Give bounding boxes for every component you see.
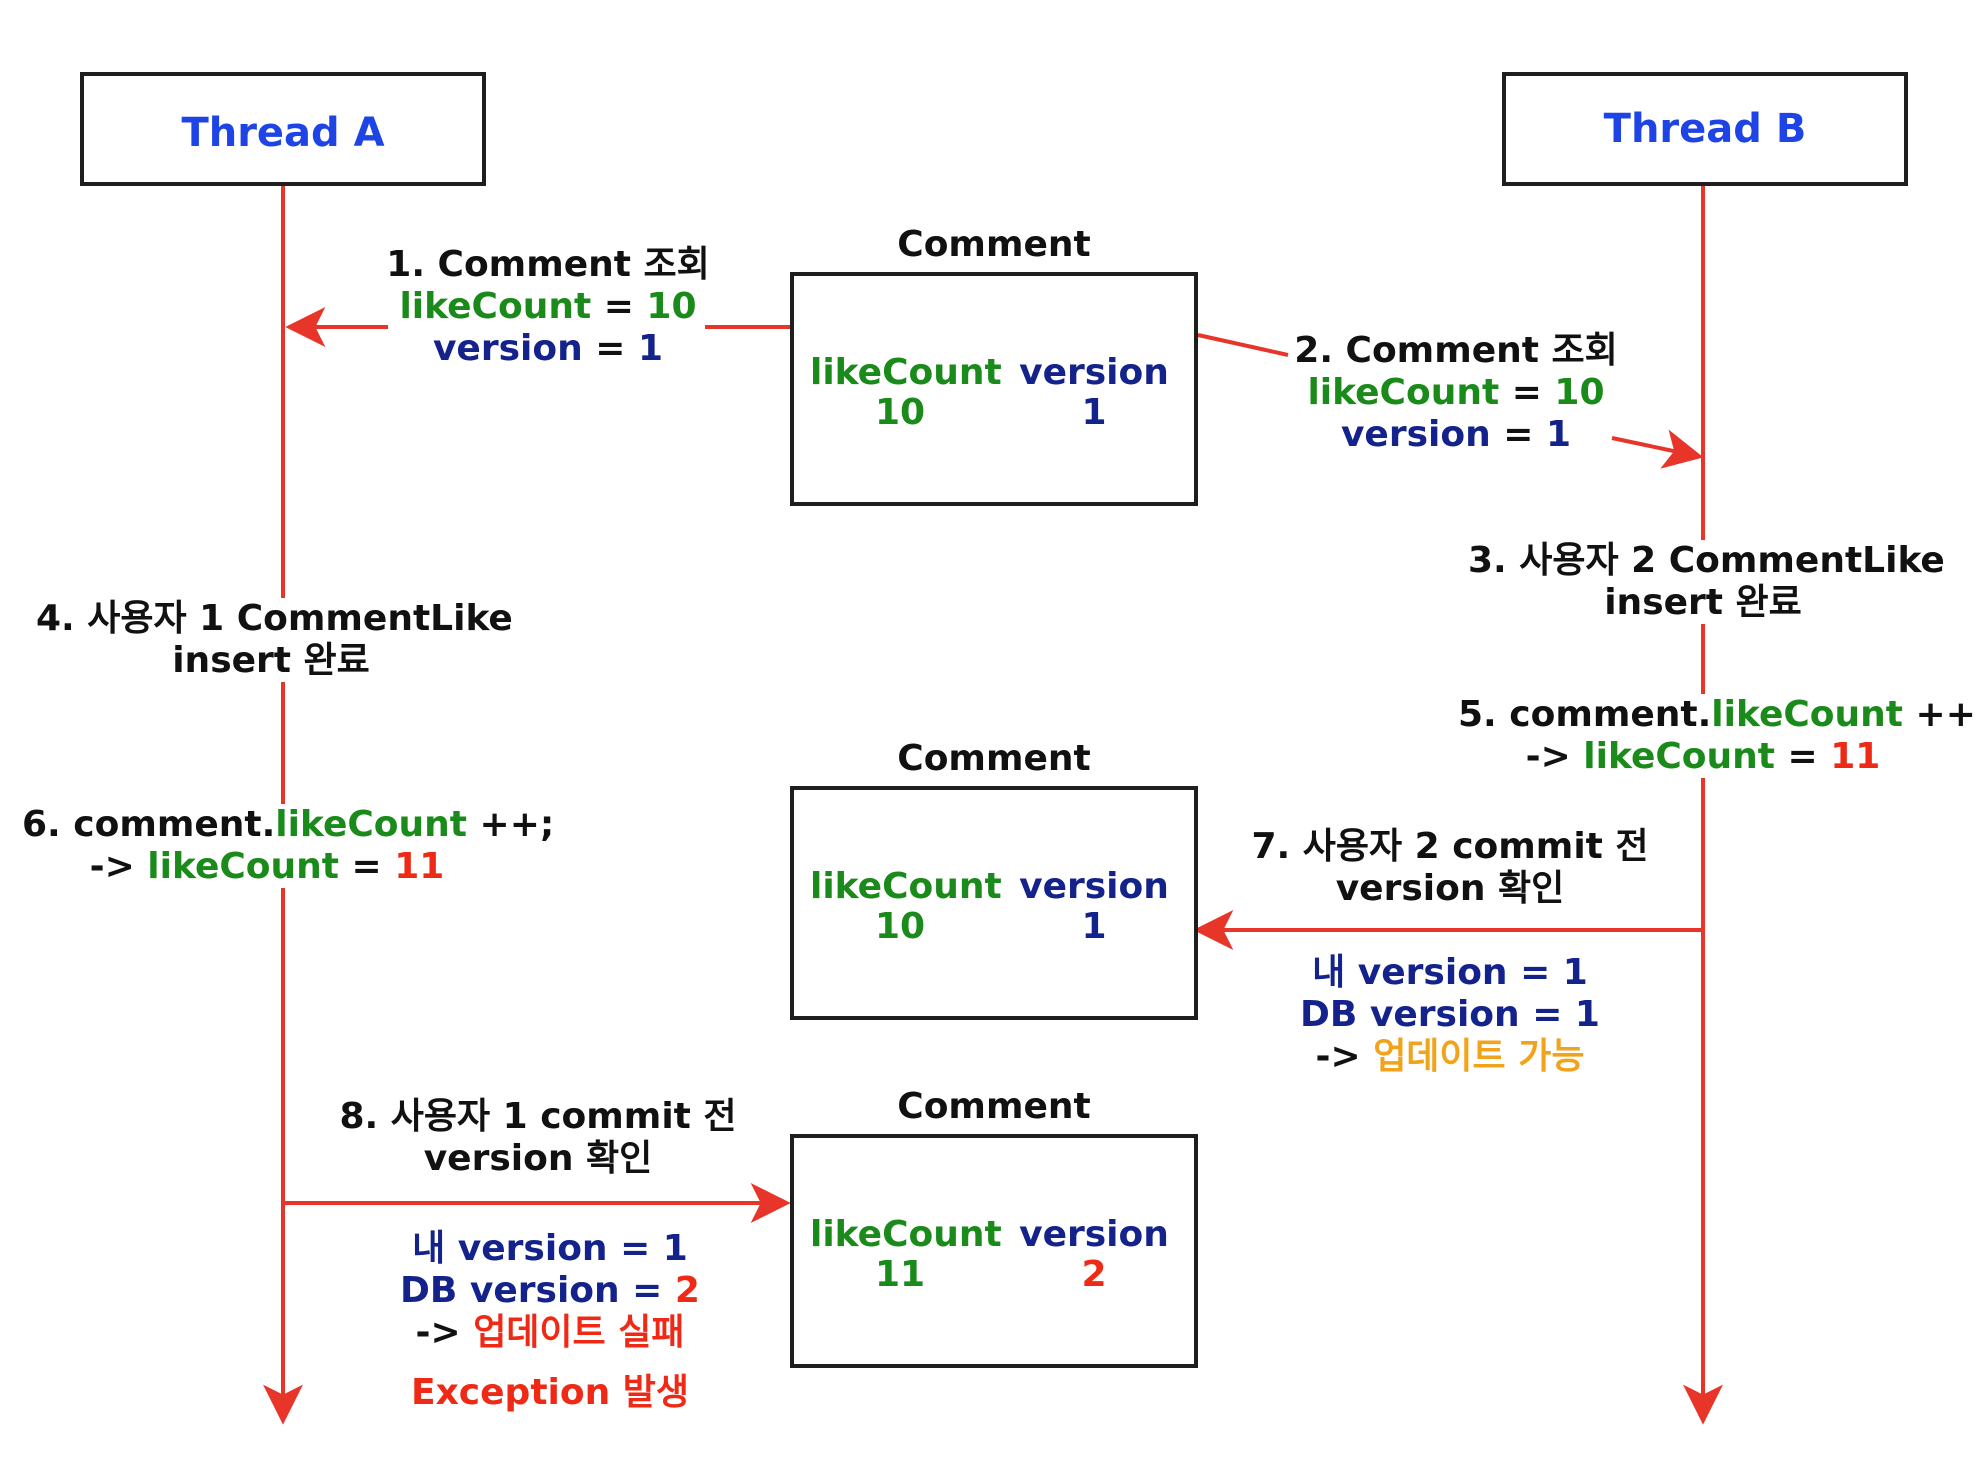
thread-a-box: Thread A bbox=[80, 72, 486, 186]
comment-box-2-like-label: likeCount bbox=[810, 866, 1002, 907]
step7-my-version: 내 version = 1 bbox=[1312, 952, 1588, 993]
comment-box-1-like-value: 10 bbox=[874, 392, 926, 433]
step2-arrow-tail bbox=[1197, 333, 1289, 357]
step1-version-line: version = 1 bbox=[432, 328, 664, 369]
comment-box-3: likeCount 11 version 2 bbox=[790, 1134, 1198, 1368]
step2-version-line: version = 1 bbox=[1340, 414, 1572, 455]
step5-line1: 5. comment.likeCount ++; bbox=[1458, 694, 1978, 735]
comment-box-2-like-value: 10 bbox=[874, 906, 926, 947]
step2-like-line: likeCount = 10 bbox=[1307, 372, 1605, 413]
step2-label: 2. Comment 조회 likeCount = 10 version = 1 bbox=[1276, 330, 1636, 456]
comment-box-2: likeCount 10 version 1 bbox=[790, 786, 1198, 1020]
step8-db-version: DB version = 2 bbox=[400, 1270, 700, 1311]
step3-line1: 3. 사용자 2 CommentLike bbox=[1468, 540, 1945, 581]
step3-label: 3. 사용자 2 CommentLike insert 완료 bbox=[1468, 540, 1945, 624]
step7-result-line: -> 업데이트 가능 bbox=[1315, 1036, 1585, 1077]
step2-arrow-head bbox=[1611, 429, 1704, 469]
comment-box-3-like-label: likeCount bbox=[810, 1214, 1002, 1255]
step2-title: 2. Comment 조회 bbox=[1294, 330, 1618, 371]
step5-line2: -> likeCount = 11 bbox=[1525, 736, 1881, 777]
comment-box-2-version-value: 1 bbox=[1081, 906, 1107, 947]
step4-label: 4. 사용자 1 CommentLike insert 완료 bbox=[36, 598, 513, 682]
step8-exception: Exception 발생 bbox=[410, 1372, 690, 1413]
step6-line2: -> likeCount = 11 bbox=[89, 846, 445, 887]
comment-box-1-version-value: 1 bbox=[1081, 392, 1107, 433]
thread-a-title: Thread A bbox=[181, 110, 385, 156]
comment-box-3-title: Comment bbox=[897, 1086, 1091, 1127]
comment-box-3-like-value: 11 bbox=[874, 1254, 926, 1295]
step8-label: 8. 사용자 1 commit 전 version 확인 bbox=[338, 1096, 738, 1180]
comment-box-1: likeCount 10 version 1 bbox=[790, 272, 1198, 506]
comment-box-3-version-value: 2 bbox=[1081, 1254, 1107, 1295]
step1-like-line: likeCount = 10 bbox=[399, 286, 697, 327]
step7-check: 내 version = 1 DB version = 1 -> 업데이트 가능 bbox=[1250, 952, 1650, 1078]
step6-line1: 6. comment.likeCount ++; bbox=[22, 804, 555, 845]
thread-b-title: Thread B bbox=[1603, 106, 1807, 152]
step7-line1: 7. 사용자 2 commit 전 bbox=[1251, 826, 1649, 867]
step1-label: 1. Comment 조회 likeCount = 10 version = 1 bbox=[368, 244, 728, 370]
step7-label: 7. 사용자 2 commit 전 version 확인 bbox=[1250, 826, 1650, 910]
step5-label: 5. comment.likeCount ++; -> likeCount = … bbox=[1458, 694, 1978, 778]
step4-line2: insert 완료 bbox=[172, 640, 370, 681]
step7-line2: version 확인 bbox=[1335, 868, 1565, 909]
step8-line2: version 확인 bbox=[423, 1138, 653, 1179]
step3-line2: insert 완료 bbox=[1604, 582, 1802, 623]
comment-box-1-like-label: likeCount bbox=[810, 352, 1002, 393]
comment-box-2-title: Comment bbox=[897, 738, 1091, 779]
comment-box-1-title: Comment bbox=[897, 224, 1091, 265]
step8-result-line: -> 업데이트 실패 bbox=[415, 1312, 685, 1353]
comment-box-3-version-label: version bbox=[1019, 1214, 1169, 1255]
step7-db-version: DB version = 1 bbox=[1300, 994, 1600, 1035]
step1-title: 1. Comment 조회 bbox=[386, 244, 710, 285]
step8-check: 내 version = 1 DB version = 2 -> 업데이트 실패 … bbox=[350, 1228, 750, 1414]
step8-line1: 8. 사용자 1 commit 전 bbox=[339, 1096, 737, 1137]
comment-box-1-version-label: version bbox=[1019, 352, 1169, 393]
comment-box-2-version-label: version bbox=[1019, 866, 1169, 907]
step4-line1: 4. 사용자 1 CommentLike bbox=[36, 598, 513, 639]
step6-label: 6. comment.likeCount ++; -> likeCount = … bbox=[22, 804, 555, 888]
step8-my-version: 내 version = 1 bbox=[412, 1228, 688, 1269]
thread-b-box: Thread B bbox=[1502, 72, 1908, 186]
